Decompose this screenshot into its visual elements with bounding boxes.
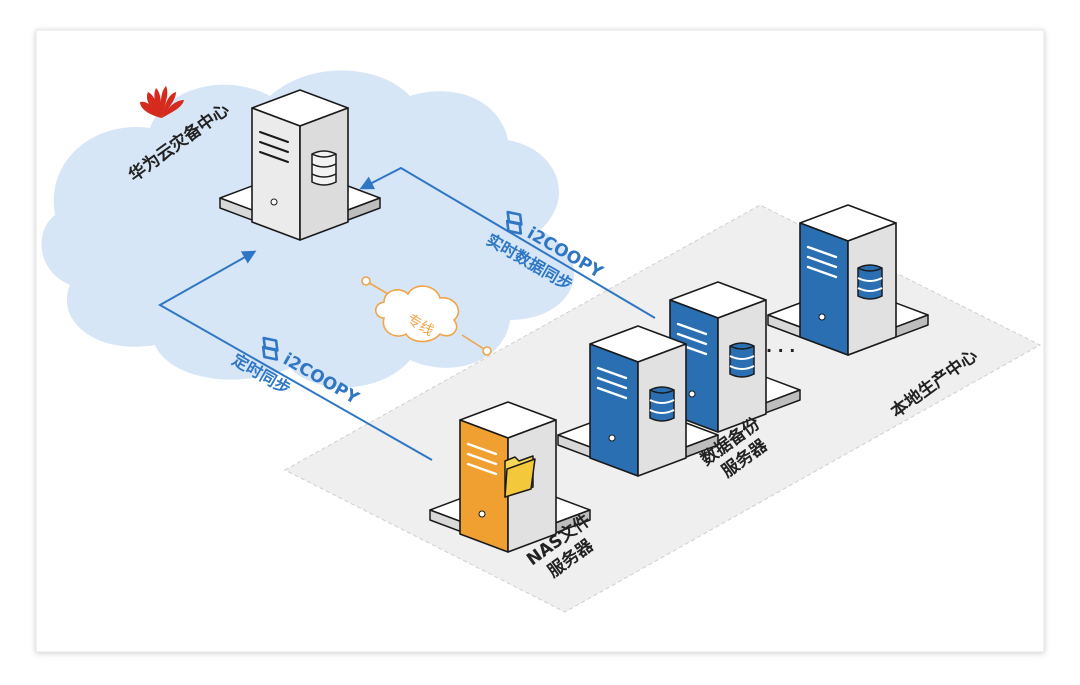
realtime-sync-line [359,166,656,319]
database-icon [311,150,337,186]
more-servers-ellipsis: · · · [766,341,795,360]
database-icon [649,386,675,422]
huawei-logo-icon [140,86,184,118]
cloud-icon [374,285,460,343]
database-icon [729,342,755,378]
special-line: 专线 [361,276,492,356]
scheduled-sync-line [157,250,433,461]
nas-server [429,400,591,554]
folder-icon [504,455,536,498]
database-icon [857,264,883,300]
